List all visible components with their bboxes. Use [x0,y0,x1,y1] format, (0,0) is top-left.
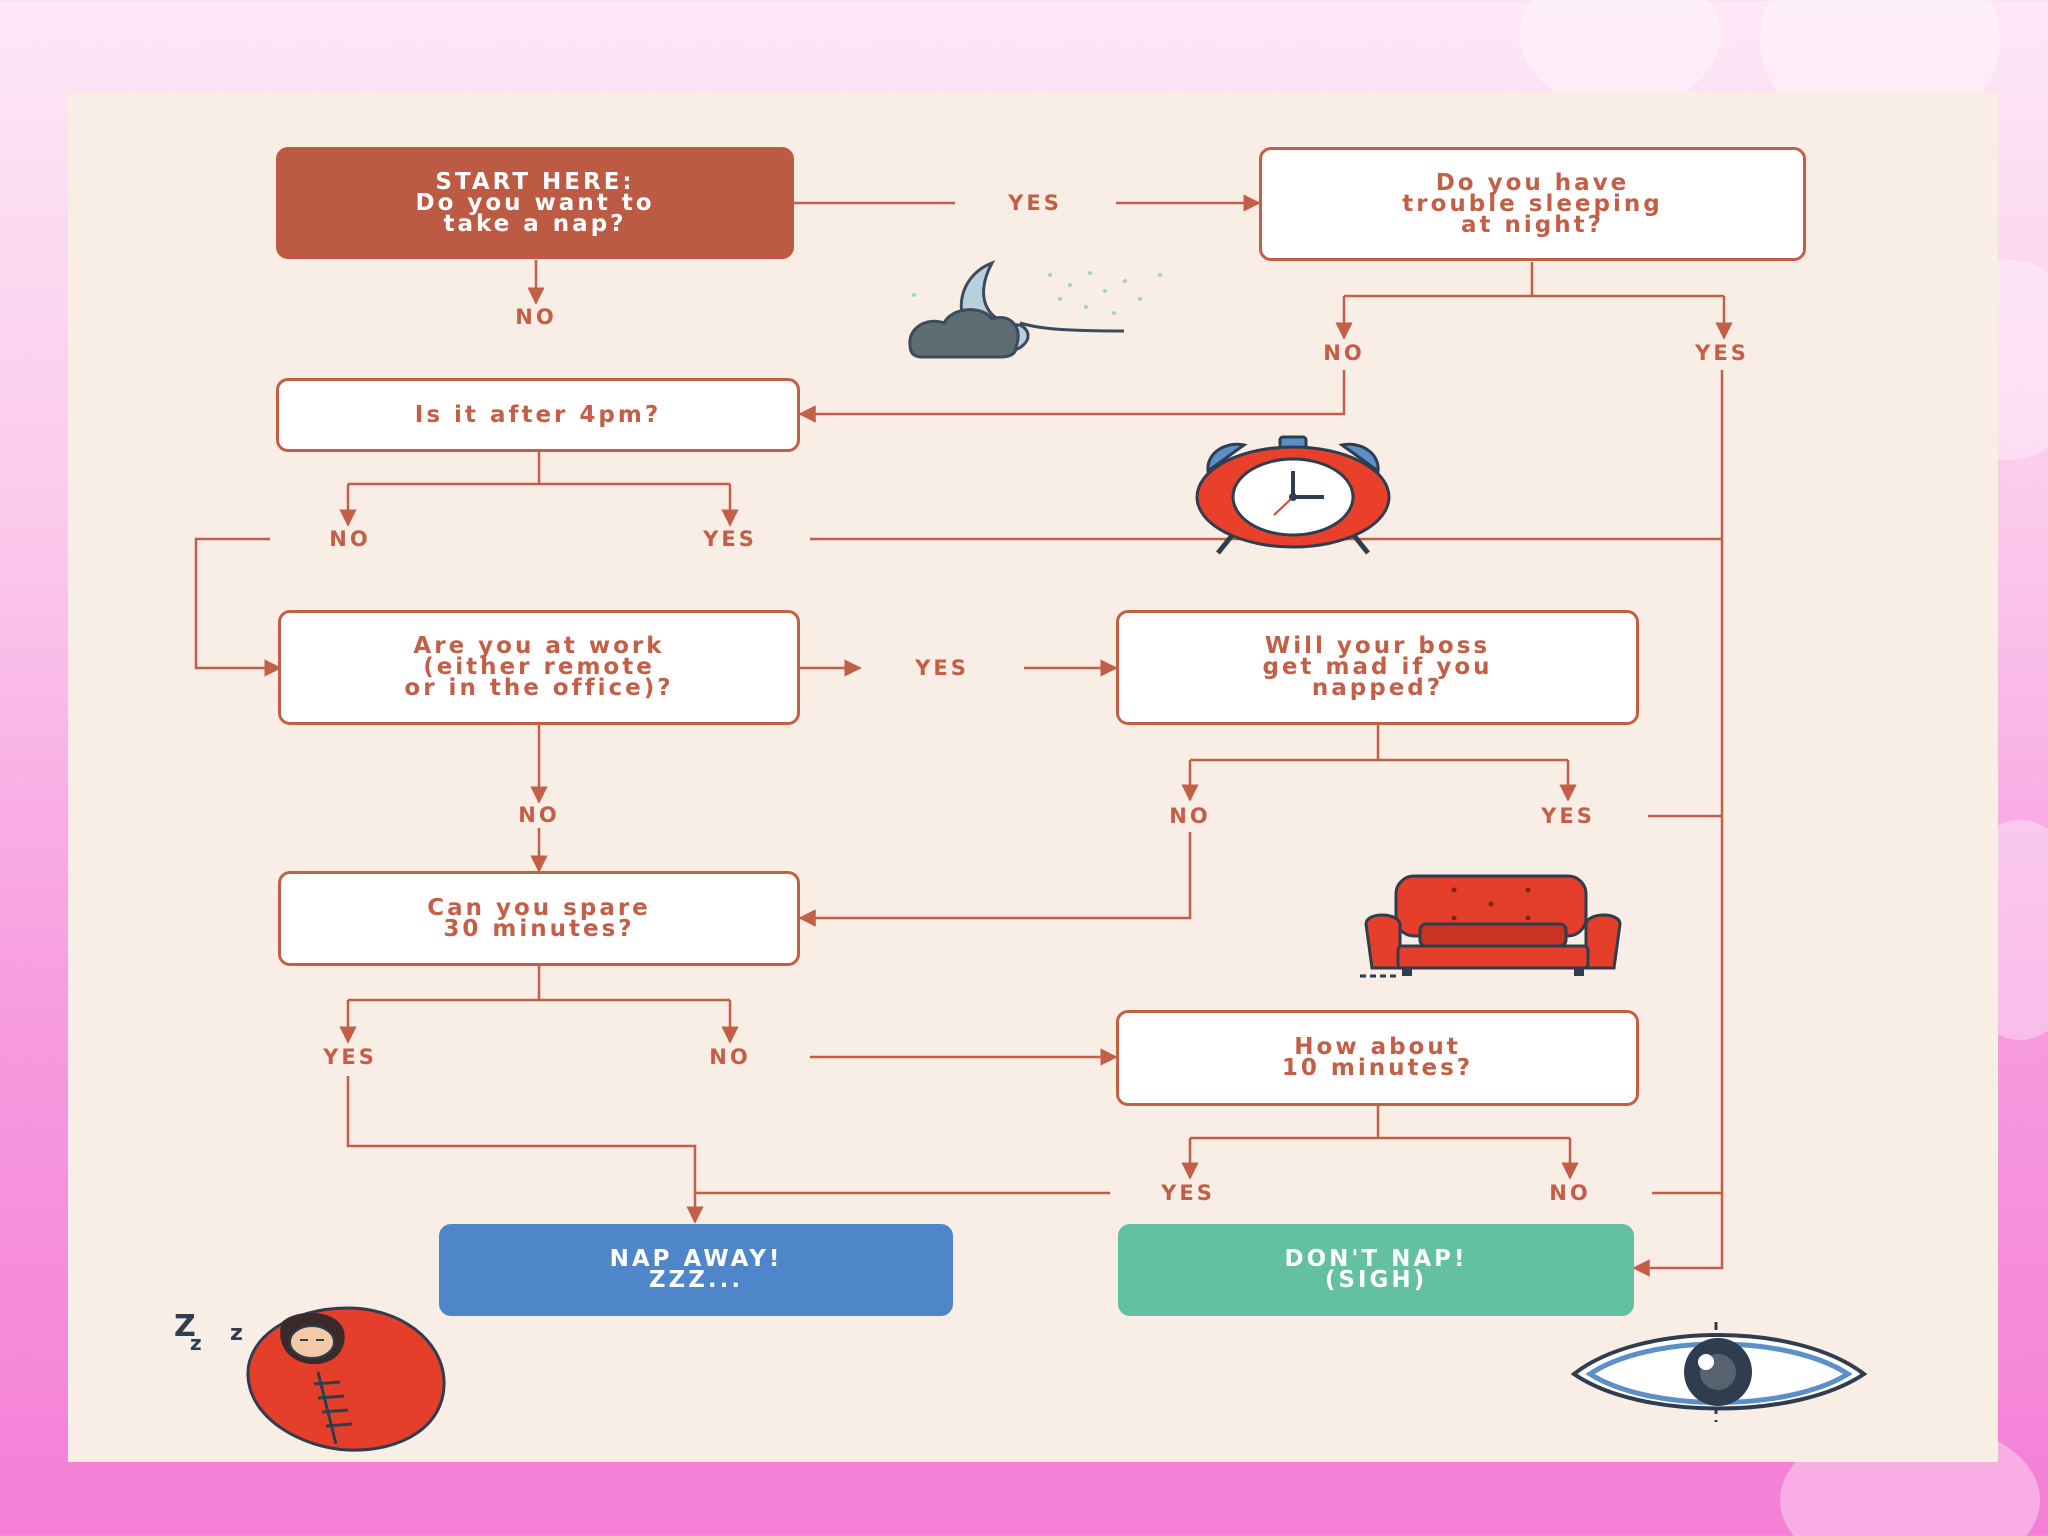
fork-boss [1190,725,1568,762]
after-4pm-node[interactable]: Is it after 4pm? [276,378,800,452]
armchair-icon [1360,874,1622,978]
boss-mad-node[interactable]: Will your boss get mad if you napped? [1116,610,1639,725]
fork-ten [1190,1106,1570,1140]
svg-text:Z: Z [174,1309,196,1344]
flowchart-panel [68,92,1998,1462]
label-after4-yes: YES [703,527,757,551]
label-spare-no: NO [709,1045,751,1069]
label-ten-yes: YES [1161,1181,1215,1205]
label-spare-yes: YES [323,1045,377,1069]
label-trouble-no: NO [1323,341,1365,365]
label-work-yes: YES [915,656,969,680]
eye-icon [1570,1322,1868,1422]
arrow-to-dont-nap [1632,370,1724,1277]
start-node[interactable]: START HERE: Do you want to take a nap? [276,147,794,259]
spare-30-node[interactable]: Can you spare 30 minutes? [278,871,800,966]
label-ten-no: NO [1549,1181,1591,1205]
at-work-node[interactable]: Are you at work (either remote or in the… [278,610,800,725]
alarm-clock-icon [1195,435,1391,555]
label-start-no: NO [515,305,557,329]
arrow-to-after4pm [798,370,1346,423]
moon-cloud-icon [908,260,1162,359]
label-start-yes: YES [1008,191,1062,215]
svg-text:z: z [190,1331,202,1355]
label-after4-no: NO [329,527,371,551]
fork-spare [348,966,730,1002]
label-trouble-yes: YES [1695,341,1749,365]
arrow-to-nap-away [346,1076,704,1224]
label-boss-yes: YES [1541,804,1595,828]
arrow-boss-no-to-spare [798,832,1192,927]
sleeping-bag-icon: Z z z [174,1306,446,1452]
fork-after4pm [348,452,730,486]
label-boss-no: NO [1169,804,1211,828]
trouble-sleeping-node[interactable]: Do you have trouble sleeping at night? [1259,147,1806,261]
svg-text:z: z [230,1321,243,1346]
fork-trouble [1344,262,1724,298]
nap-away-node[interactable]: NAP AWAY! ZZZ... [439,1224,953,1316]
label-work-no: NO [518,803,560,827]
arrow-to-at-work [194,537,282,677]
ten-minutes-node[interactable]: How about 10 minutes? [1116,1010,1639,1106]
dont-nap-node[interactable]: DON'T NAP! (SIGH) [1118,1224,1634,1316]
